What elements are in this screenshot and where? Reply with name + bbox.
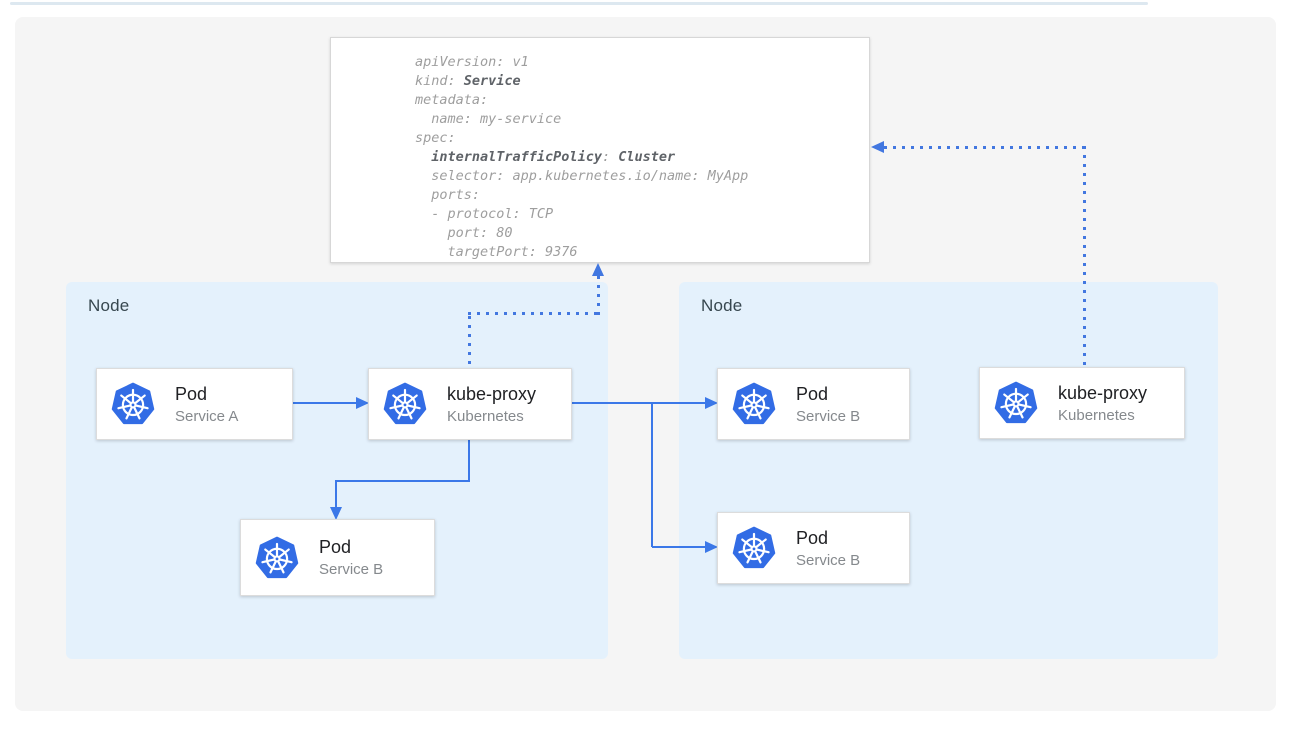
arrow-pod-a-to-kube-proxy (293, 402, 356, 404)
node-right-label: Node (701, 296, 743, 315)
kube-proxy-left-card: kube-proxy Kubernetes (368, 368, 572, 440)
node-left-label: Node (88, 296, 130, 315)
yaml-line: targetPort: 9376 (415, 244, 578, 260)
arrow-kube-proxy-to-right-node (572, 402, 705, 404)
dotted-to-yaml-vertical (597, 276, 600, 316)
yaml-line: ports: (415, 187, 481, 203)
card-title: Pod (796, 383, 829, 404)
card-subtitle: Service B (319, 561, 384, 578)
yaml-line: metadata: (415, 92, 489, 108)
arrowhead-up-icon (592, 263, 604, 276)
dotted-to-yaml-horizontal (468, 312, 599, 315)
arrowhead-left-icon (871, 141, 884, 153)
top-divider-rule (10, 2, 1148, 5)
kubernetes-logo-icon (111, 382, 155, 425)
dotted-right-kube-proxy-vertical (1083, 146, 1086, 367)
yaml-line: port: 80 (415, 225, 513, 241)
card-subtitle: Kubernetes (447, 407, 524, 425)
pod-service-b-right-bottom-card: Pod Service B (717, 512, 910, 584)
kubernetes-logo-icon (994, 381, 1038, 424)
pod-service-b-left-card: Pod Service B (240, 519, 435, 596)
kubernetes-logo-icon (732, 526, 776, 569)
pod-service-a-card: Pod Service A (96, 368, 293, 440)
node-left: Node (66, 282, 608, 659)
card-title: Pod (319, 537, 352, 557)
yaml-line: name: my-service (415, 111, 562, 127)
card-title: kube-proxy (1058, 382, 1148, 403)
arrow-kube-proxy-left (336, 480, 470, 482)
card-title: Pod (796, 527, 829, 548)
service-yaml-manifest: apiVersion: v1 kind: Service metadata: nam… (330, 37, 870, 263)
yaml-code-block: apiVersion: v1 kind: Service metadata: nam… (415, 53, 859, 262)
arrowhead-right-icon (705, 541, 718, 553)
yaml-line: spec: (415, 130, 456, 146)
kube-proxy-right-card: kube-proxy Kubernetes (979, 367, 1185, 439)
card-subtitle: Service A (175, 407, 239, 425)
arrow-kube-proxy-down (468, 440, 470, 482)
arrowhead-right-icon (705, 397, 718, 409)
yaml-line: kind: Service (415, 73, 521, 89)
dotted-right-kube-proxy-horizontal (884, 146, 1084, 149)
kubernetes-logo-icon (732, 382, 776, 425)
arrow-to-pod-b-right-bottom (652, 546, 705, 548)
yaml-line: selector: app.kubernetes.io/name: MyApp (415, 168, 749, 184)
card-subtitle: Kubernetes (1058, 406, 1135, 424)
yaml-line: - protocol: TCP (415, 206, 554, 222)
kubernetes-logo-icon (383, 382, 427, 425)
dotted-kube-proxy-up (468, 316, 471, 368)
kubernetes-logo-icon (255, 536, 299, 578)
card-subtitle: Service B (796, 407, 861, 425)
card-subtitle: Service B (796, 551, 861, 569)
node-right: Node (679, 282, 1218, 659)
arrow-to-pod-b-left (335, 480, 337, 508)
card-title: kube-proxy (447, 383, 537, 404)
yaml-line: internalTrafficPolicy: Cluster (431, 149, 676, 165)
pod-service-b-right-top-card: Pod Service B (717, 368, 910, 440)
card-title: Pod (175, 383, 208, 404)
arrowhead-right-icon (356, 397, 369, 409)
yaml-line: apiVersion: v1 (415, 54, 529, 70)
arrow-branch-down (651, 402, 653, 547)
arrowhead-down-icon (330, 507, 342, 520)
